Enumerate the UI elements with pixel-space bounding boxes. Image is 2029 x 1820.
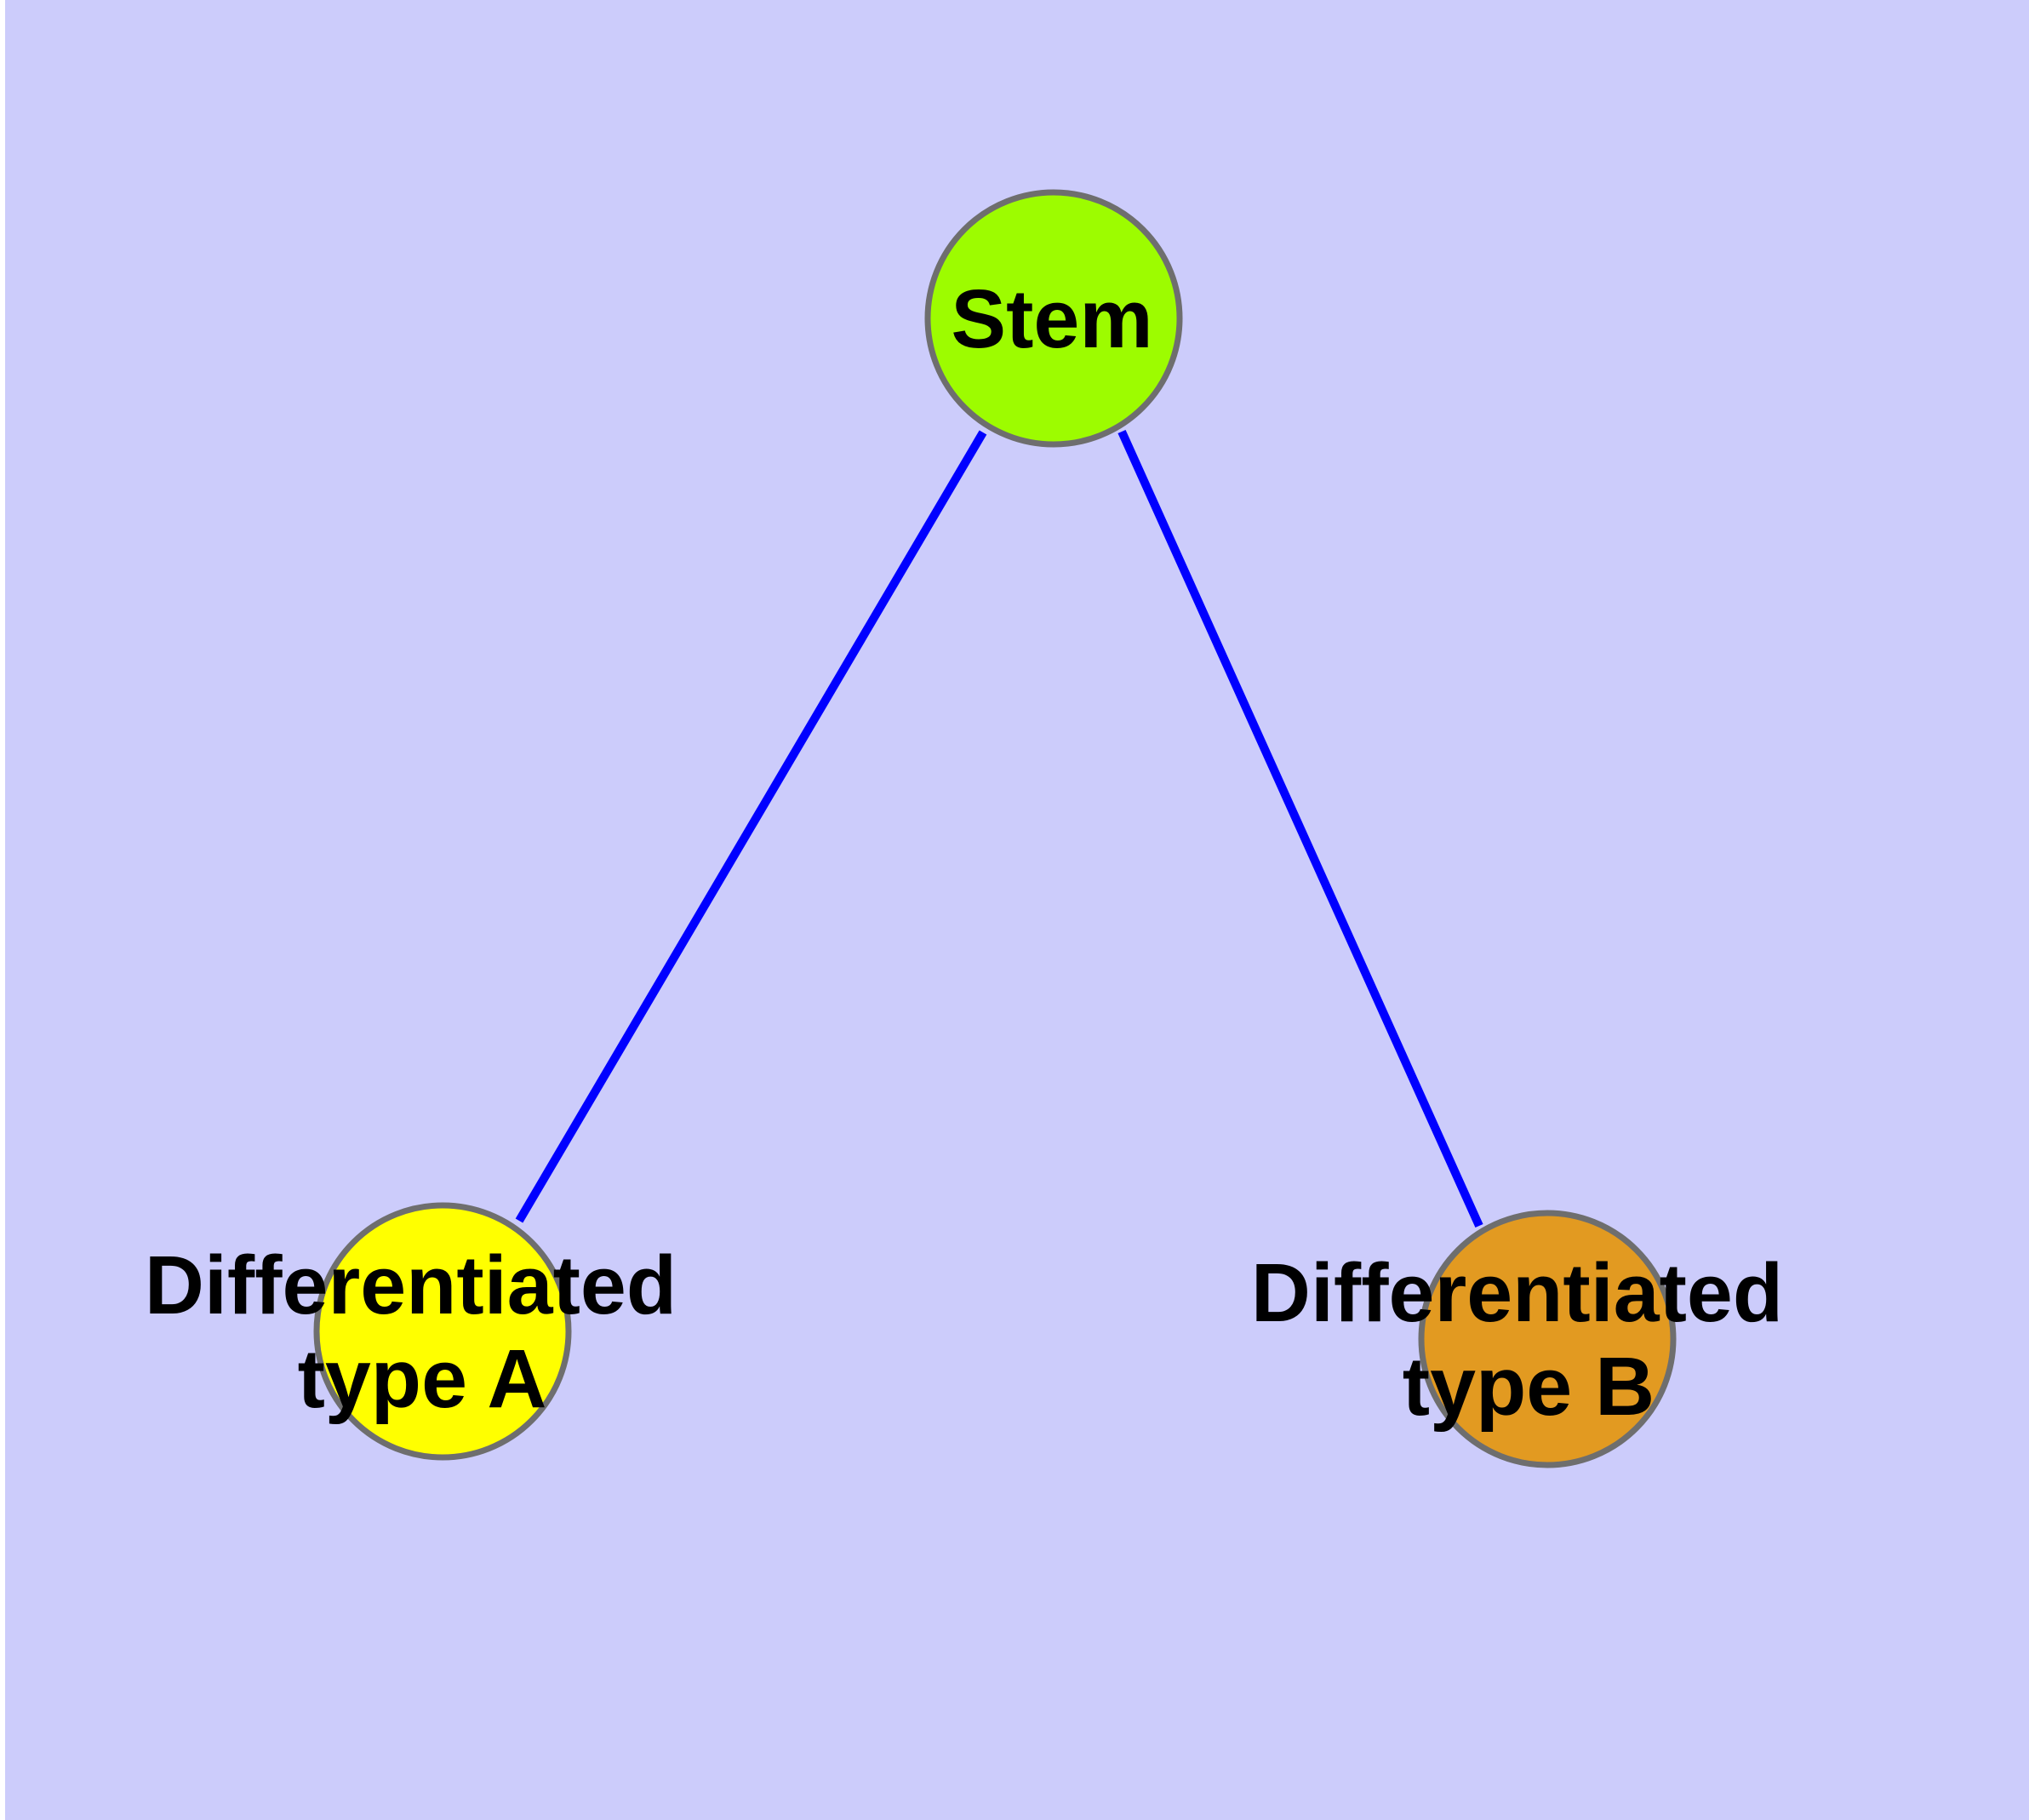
node-circle-differentiated-type-b[interactable] (1418, 1210, 1677, 1468)
node-circle-stem[interactable] (924, 189, 1183, 448)
node-differentiated-type-b[interactable] (1418, 1210, 1677, 1468)
edge-stem-to-type-b[interactable] (1117, 429, 1483, 1228)
node-label-stem-line1: Stem (951, 272, 1152, 365)
node-label-differentiated-type-b: Differentiated type B (1251, 1246, 1806, 1433)
node-label-stem: Stem (951, 272, 1152, 365)
node-label-type-b-line2: type B (1403, 1340, 1655, 1433)
node-label-differentiated-type-a: Differentiated type A (145, 1239, 700, 1425)
label-layer: Stem Differentiated type A Differentiate… (145, 272, 1806, 1433)
node-layer (313, 189, 1677, 1468)
node-stem[interactable] (924, 189, 1183, 448)
node-label-type-a-line2: type A (298, 1332, 547, 1425)
edge-layer (515, 429, 1483, 1228)
node-circle-differentiated-type-a[interactable] (313, 1202, 572, 1461)
node-label-type-b-line1: Differentiated (1251, 1246, 1783, 1339)
node-label-type-a-line1: Differentiated (145, 1239, 677, 1331)
node-differentiated-type-a[interactable] (313, 1202, 572, 1461)
edge-stem-to-type-a[interactable] (515, 430, 987, 1223)
